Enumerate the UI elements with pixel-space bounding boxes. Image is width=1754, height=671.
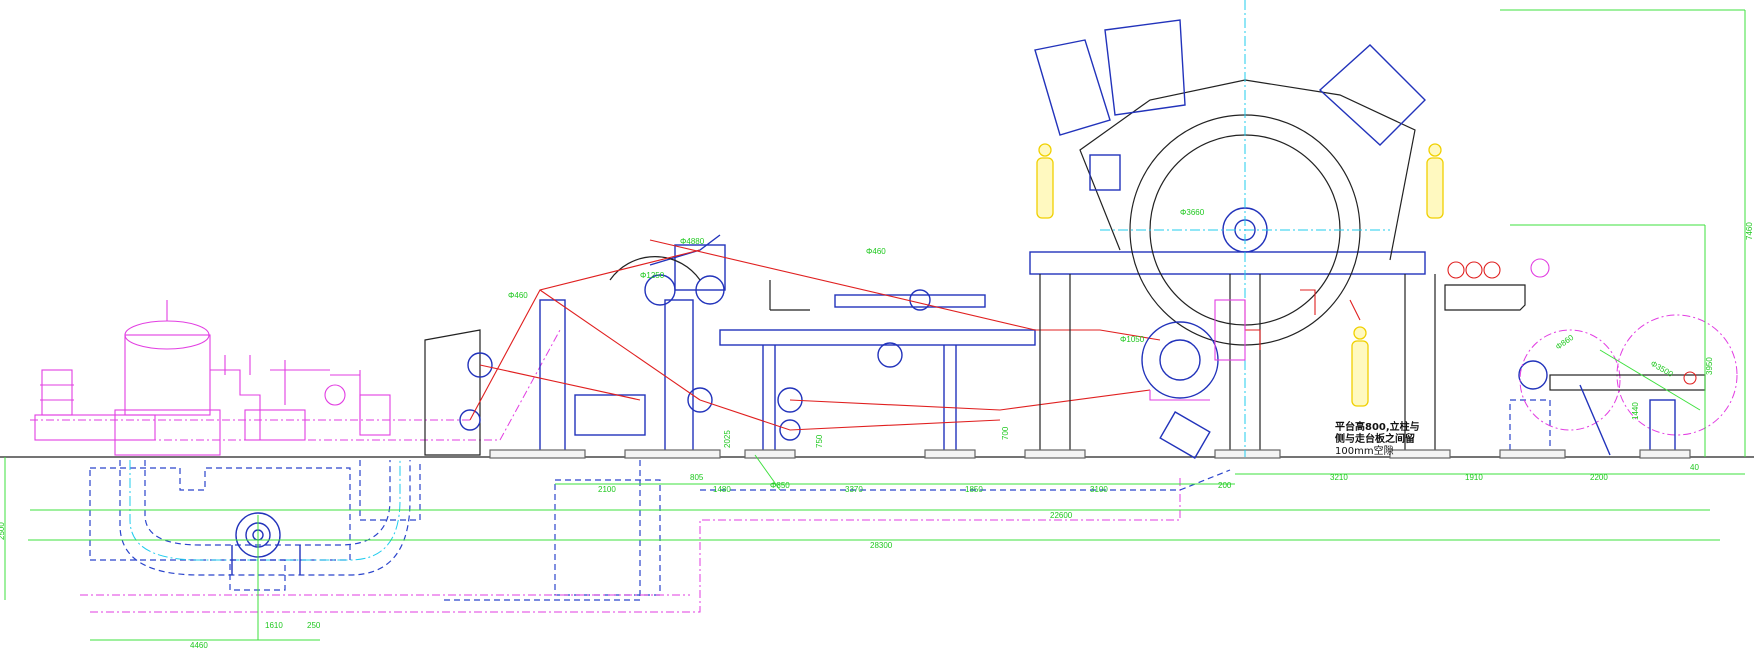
dim-1910: 1910 — [1465, 473, 1483, 482]
forming-section — [424, 234, 726, 459]
operator-figures — [1036, 143, 1444, 407]
dim-1440: 1440 — [1631, 402, 1640, 420]
dim-phi1050: Φ1050 — [1120, 335, 1145, 344]
dim-805: 805 — [690, 473, 704, 482]
dim-phi3500: Φ3500 — [1649, 359, 1675, 379]
dim-750: 750 — [815, 434, 824, 448]
operator-figure — [1036, 143, 1054, 219]
fan-pump — [229, 512, 301, 640]
dim-1610: 1610 — [265, 621, 283, 630]
dim-250: 250 — [307, 621, 321, 630]
dim-3100: 3100 — [1090, 485, 1108, 494]
operator-figure — [1426, 143, 1444, 219]
operator-figure — [1351, 326, 1369, 407]
dim-phi860: Φ860 — [1554, 333, 1576, 352]
dim-1850: 1850 — [965, 485, 983, 494]
dim-3370: 3370 — [845, 485, 863, 494]
reel-section — [1444, 258, 1738, 459]
dim-2500: 2500 — [0, 522, 6, 540]
dim-700: 700 — [1001, 426, 1010, 440]
underground-pit — [80, 460, 1231, 613]
dim-2025: 2025 — [723, 430, 732, 448]
dimension-lines — [4, 9, 1746, 641]
platform-note-line1: 平台高800,立柱与 — [1335, 420, 1420, 433]
press-section — [649, 239, 1161, 459]
dim-phi460-b: Φ460 — [866, 247, 886, 256]
dim-phi4880: Φ4880 — [680, 237, 705, 246]
dim-phi850: Φ850 — [770, 481, 790, 490]
dim-3950: 3950 — [1705, 357, 1714, 375]
dim-phi3660: Φ3660 — [1180, 208, 1205, 217]
dim-1480: 1480 — [713, 485, 731, 494]
dim-28300: 28300 — [870, 541, 893, 550]
platform-note-line2: 侧与走台板之间留 — [1335, 432, 1415, 445]
dim-3210: 3210 — [1330, 473, 1348, 482]
dim-2100: 2100 — [598, 485, 616, 494]
platform-note-line3: 100mm空隙 — [1335, 444, 1394, 457]
dim-phi460: Φ460 — [508, 291, 528, 300]
dim-40: 40 — [1690, 463, 1699, 472]
dim-4460: 4460 — [190, 641, 208, 650]
stock-piping — [30, 300, 561, 456]
dim-2200: 2200 — [1590, 473, 1608, 482]
dim-200: 200 — [1218, 481, 1232, 490]
dim-22600: 22600 — [1050, 511, 1073, 520]
dim-phi1250: Φ1250 — [640, 271, 665, 280]
yankee-dryer — [1024, 0, 1451, 459]
dim-7460: 7460 — [1745, 222, 1754, 240]
